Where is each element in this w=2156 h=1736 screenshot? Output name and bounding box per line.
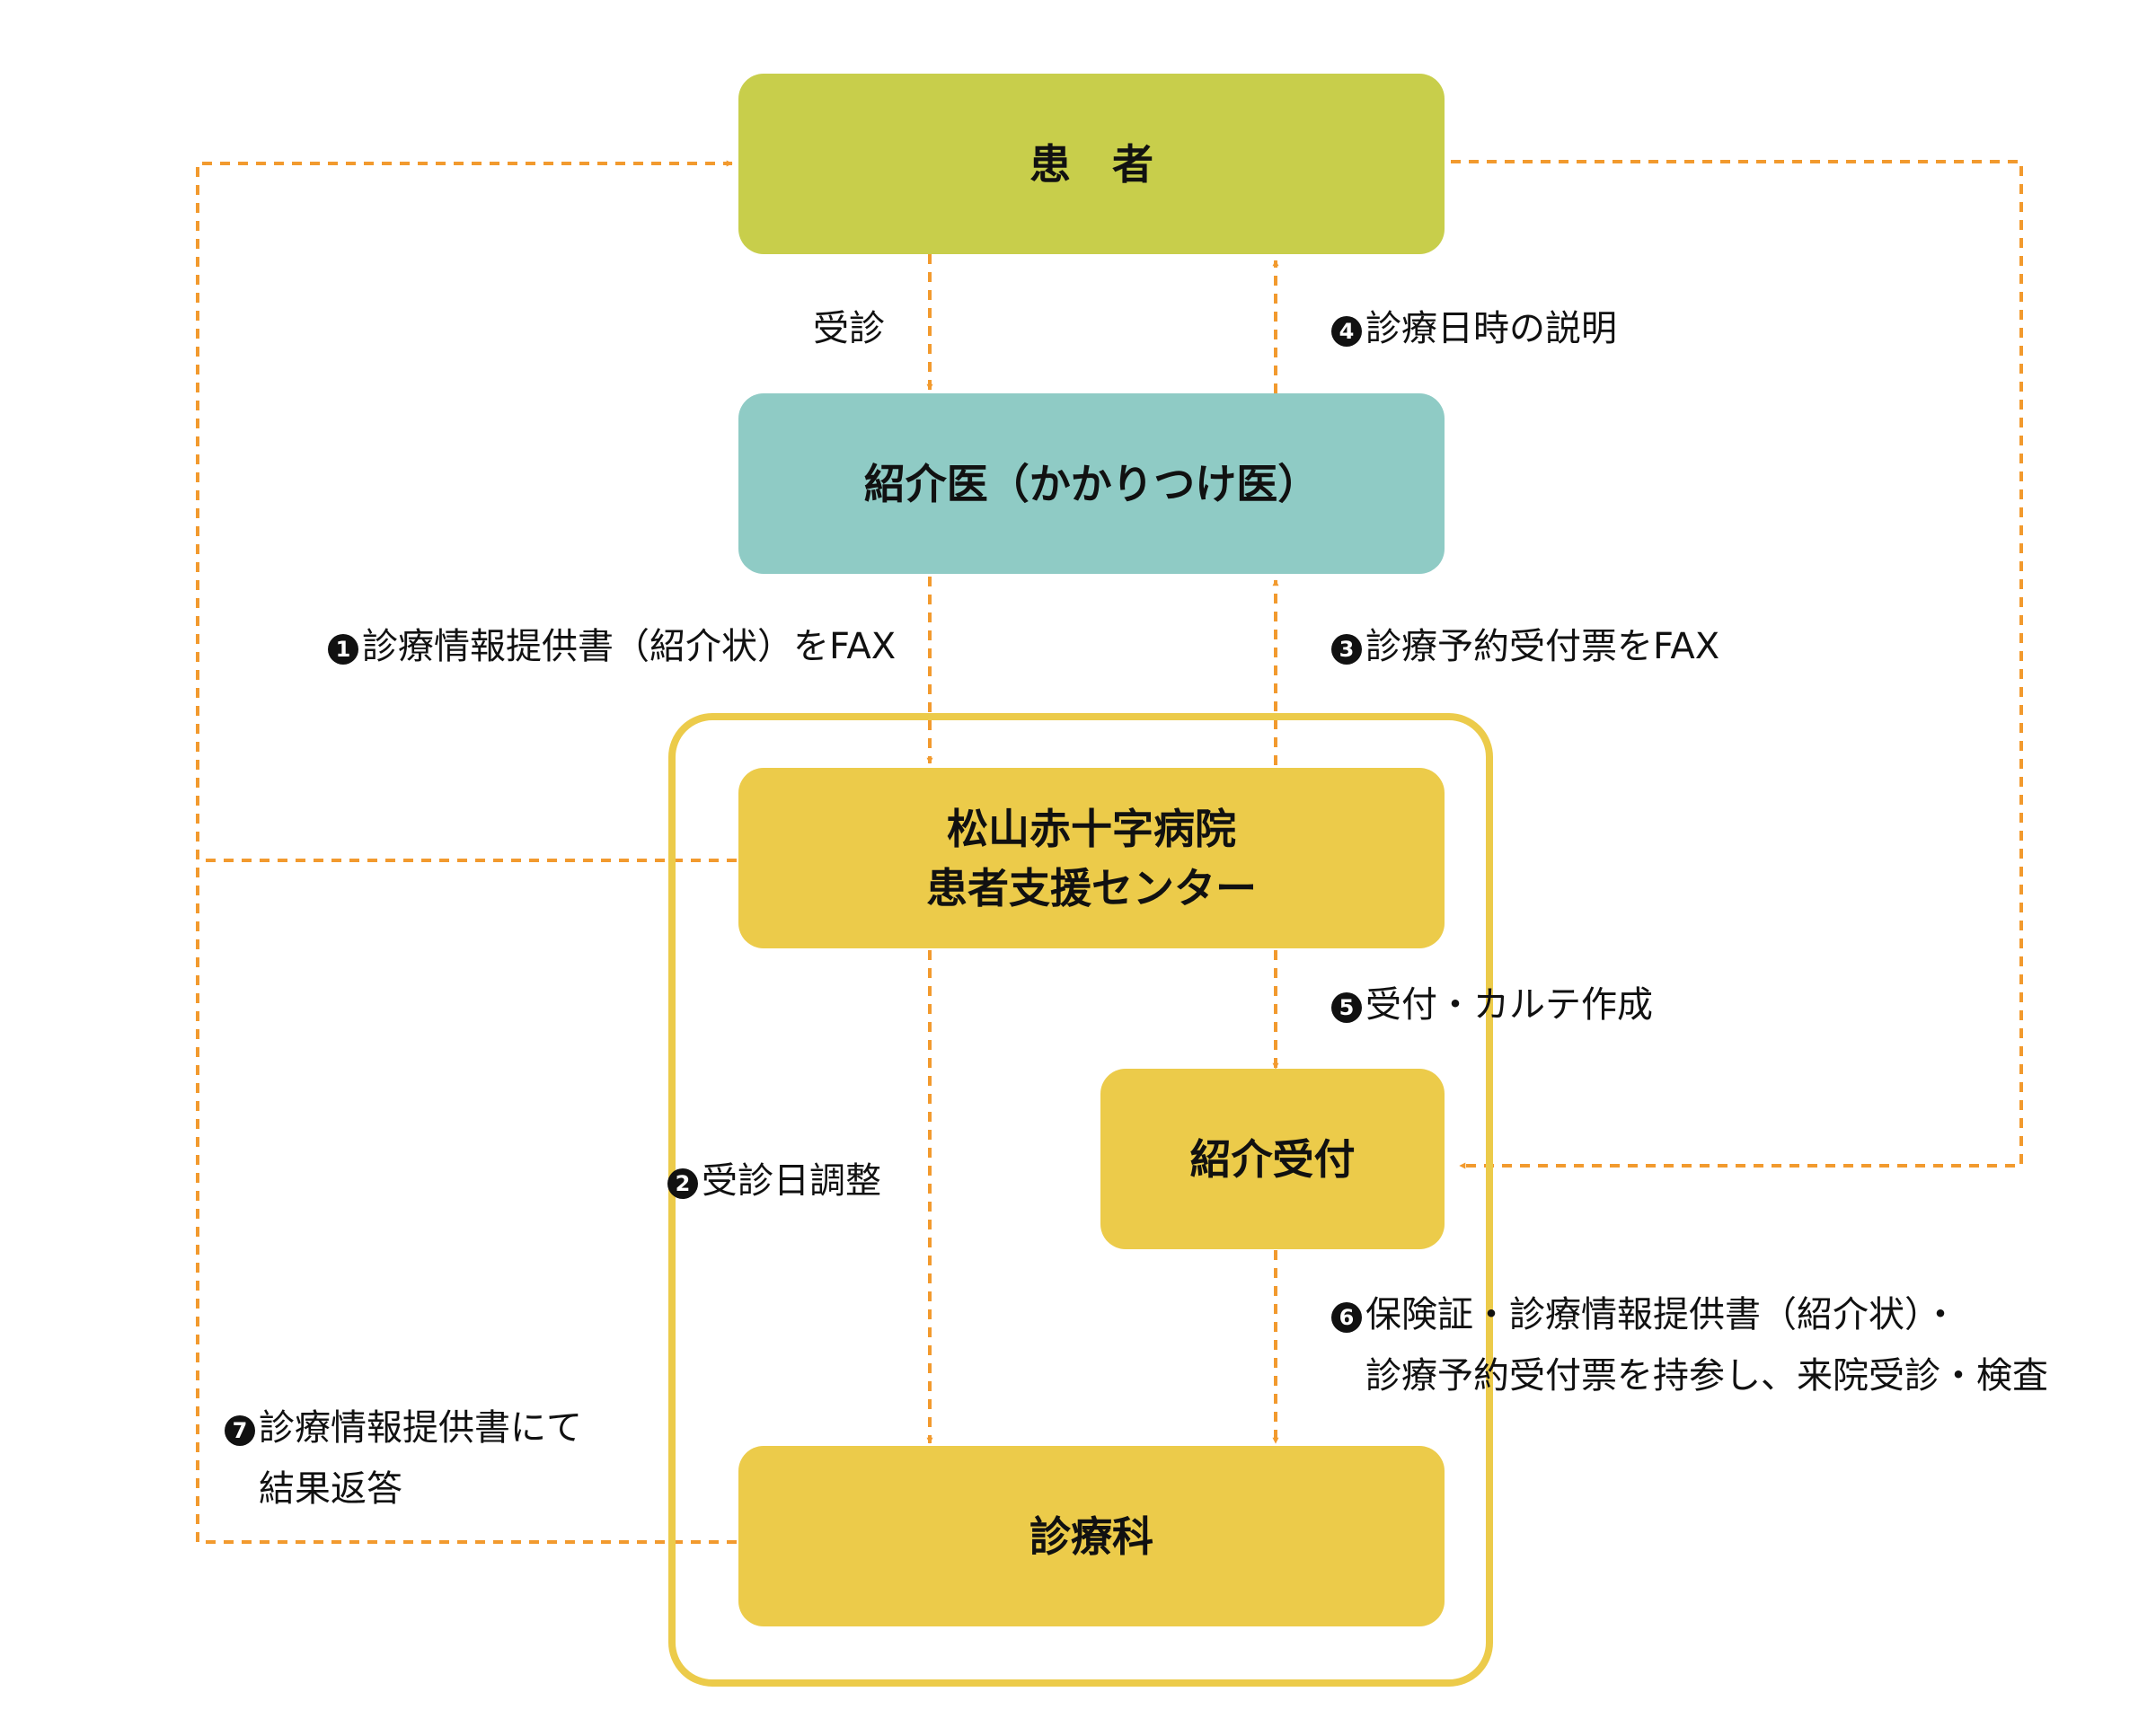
support-center-label-line1: 松山赤十字病院 [947, 804, 1236, 853]
step2-number-badge: 2 [667, 1168, 698, 1199]
patient-box: 患 者 [738, 74, 1445, 254]
label-step2-text: 受診日調整 [702, 1160, 881, 1202]
step4-number-badge: 4 [1331, 316, 1362, 347]
label-step6-line1: 保険証・診療情報提供書（紹介状）・ [1365, 1294, 1958, 1335]
step3-number-badge: 3 [1331, 634, 1362, 665]
label-step7-line2: 結果返答 [259, 1468, 402, 1510]
label-visit-text: 受診 [813, 308, 885, 349]
step7-number-badge: 7 [225, 1415, 255, 1446]
referral-desk-box-label: 紹介受付 [1189, 1134, 1356, 1184]
label-step4-text: 診療日時の説明 [1365, 308, 1617, 349]
clinical-dept-box-label: 診療科 [1029, 1511, 1153, 1561]
referral-doctor-box: 紹介医（かかりつけ医） [738, 393, 1445, 574]
referral-doctor-box-label: 紹介医（かかりつけ医） [863, 459, 1320, 508]
step1-number-badge: 1 [328, 634, 358, 665]
clinical-dept-box: 診療科 [738, 1446, 1445, 1626]
arrow-patient-to-desk [1451, 160, 2023, 1169]
referral-desk-box: 紹介受付 [1100, 1069, 1445, 1249]
patient-box-label: 患 者 [1029, 139, 1153, 189]
support-center-label-line2: 患者支援センター [926, 863, 1257, 912]
support-center-box: 松山赤十字病院 患者支援センター [738, 768, 1445, 948]
hospital-frame [668, 713, 1493, 1687]
label-step7-line1: 診療情報提供書にて [259, 1407, 582, 1449]
step6-number-badge: 6 [1331, 1302, 1362, 1333]
label-step5-text: 受付・カルテ作成 [1365, 984, 1653, 1026]
label-step6-line2: 診療予約受付票を持参し、来院受診・検査 [1365, 1355, 2048, 1397]
arrow-step7-loop [196, 160, 737, 1544]
step5-number-badge: 5 [1331, 992, 1362, 1023]
label-step1-text: 診療情報提供書（紹介状）をFAX [362, 626, 897, 667]
label-visit: 受診 [813, 298, 885, 359]
label-step3-text: 診療予約受付票をFAX [1365, 626, 1720, 667]
